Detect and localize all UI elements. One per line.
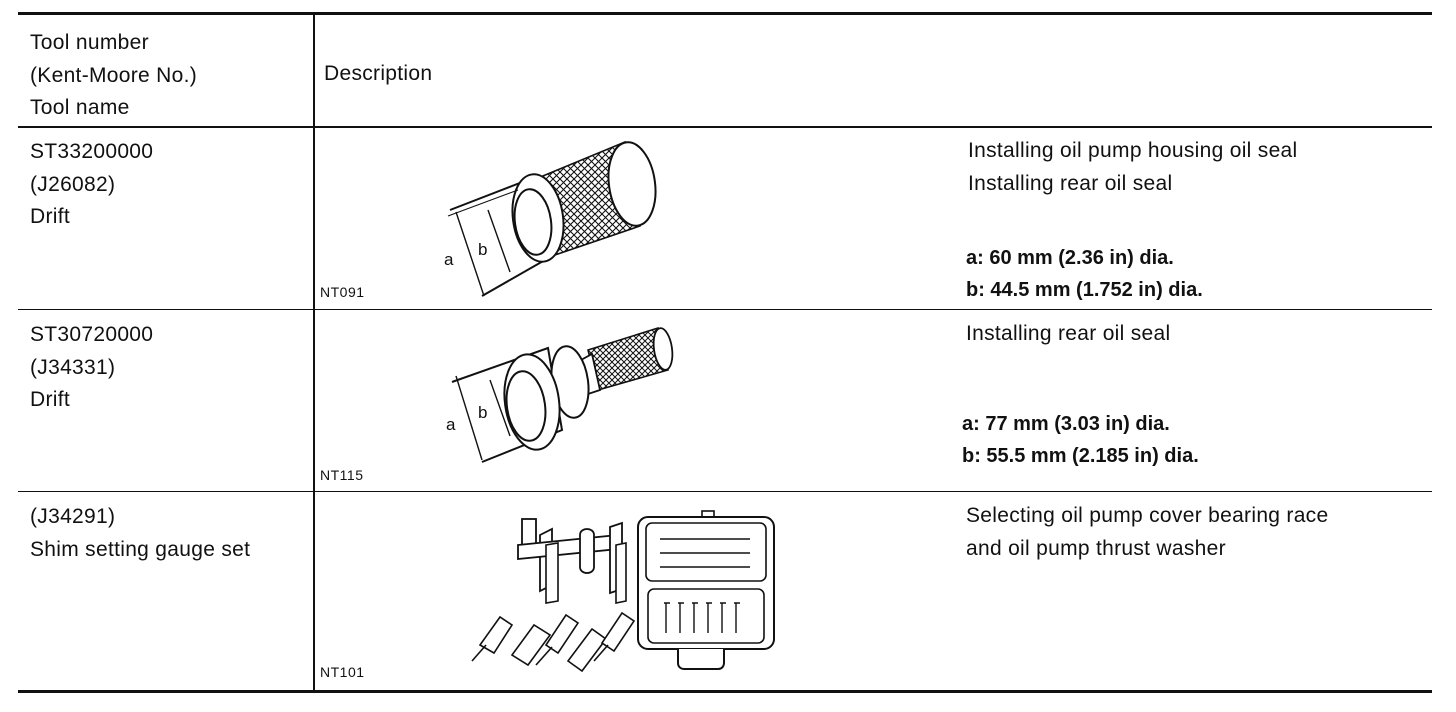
- tool-cell: (J34291) Shim setting gauge set: [30, 505, 251, 561]
- column-divider: [313, 14, 315, 692]
- table-bottom-rule: [18, 690, 1432, 693]
- spec-text: a: 60 mm (2.36 in) dia. b: 44.5 mm (1.75…: [966, 247, 1203, 301]
- row-divider: [18, 309, 1432, 310]
- usage-text: Installing rear oil seal: [966, 322, 1171, 345]
- table-top-rule: [18, 12, 1432, 15]
- usage-text: Installing oil pump housing oil seal Ins…: [968, 139, 1298, 195]
- header-rule: [18, 126, 1432, 128]
- gauge-set-illustration: [471, 510, 775, 673]
- figure-code: NT101: [320, 664, 365, 680]
- tool-column-header: Tool number (Kent-Moore No.) Tool name: [30, 31, 198, 119]
- drift-illustration: a b: [446, 326, 674, 463]
- tool-cell: ST33200000 (J26082) Drift: [30, 140, 154, 228]
- dimension-a-label: a: [446, 415, 456, 434]
- description-column-header: Description: [324, 62, 433, 85]
- dimension-b-label: b: [478, 403, 487, 422]
- figure-code: NT115: [320, 467, 364, 483]
- dimension-b-label: b: [478, 240, 487, 259]
- dimension-a-label: a: [444, 250, 454, 269]
- figure-code: NT091: [320, 284, 365, 300]
- usage-text: Selecting oil pump cover bearing race an…: [966, 504, 1329, 560]
- tool-cell: ST30720000 (J34331) Drift: [30, 323, 154, 411]
- row-divider: [18, 491, 1432, 492]
- drift-illustration: a b: [444, 140, 657, 297]
- spec-text: a: 77 mm (3.03 in) dia. b: 55.5 mm (2.18…: [962, 413, 1199, 467]
